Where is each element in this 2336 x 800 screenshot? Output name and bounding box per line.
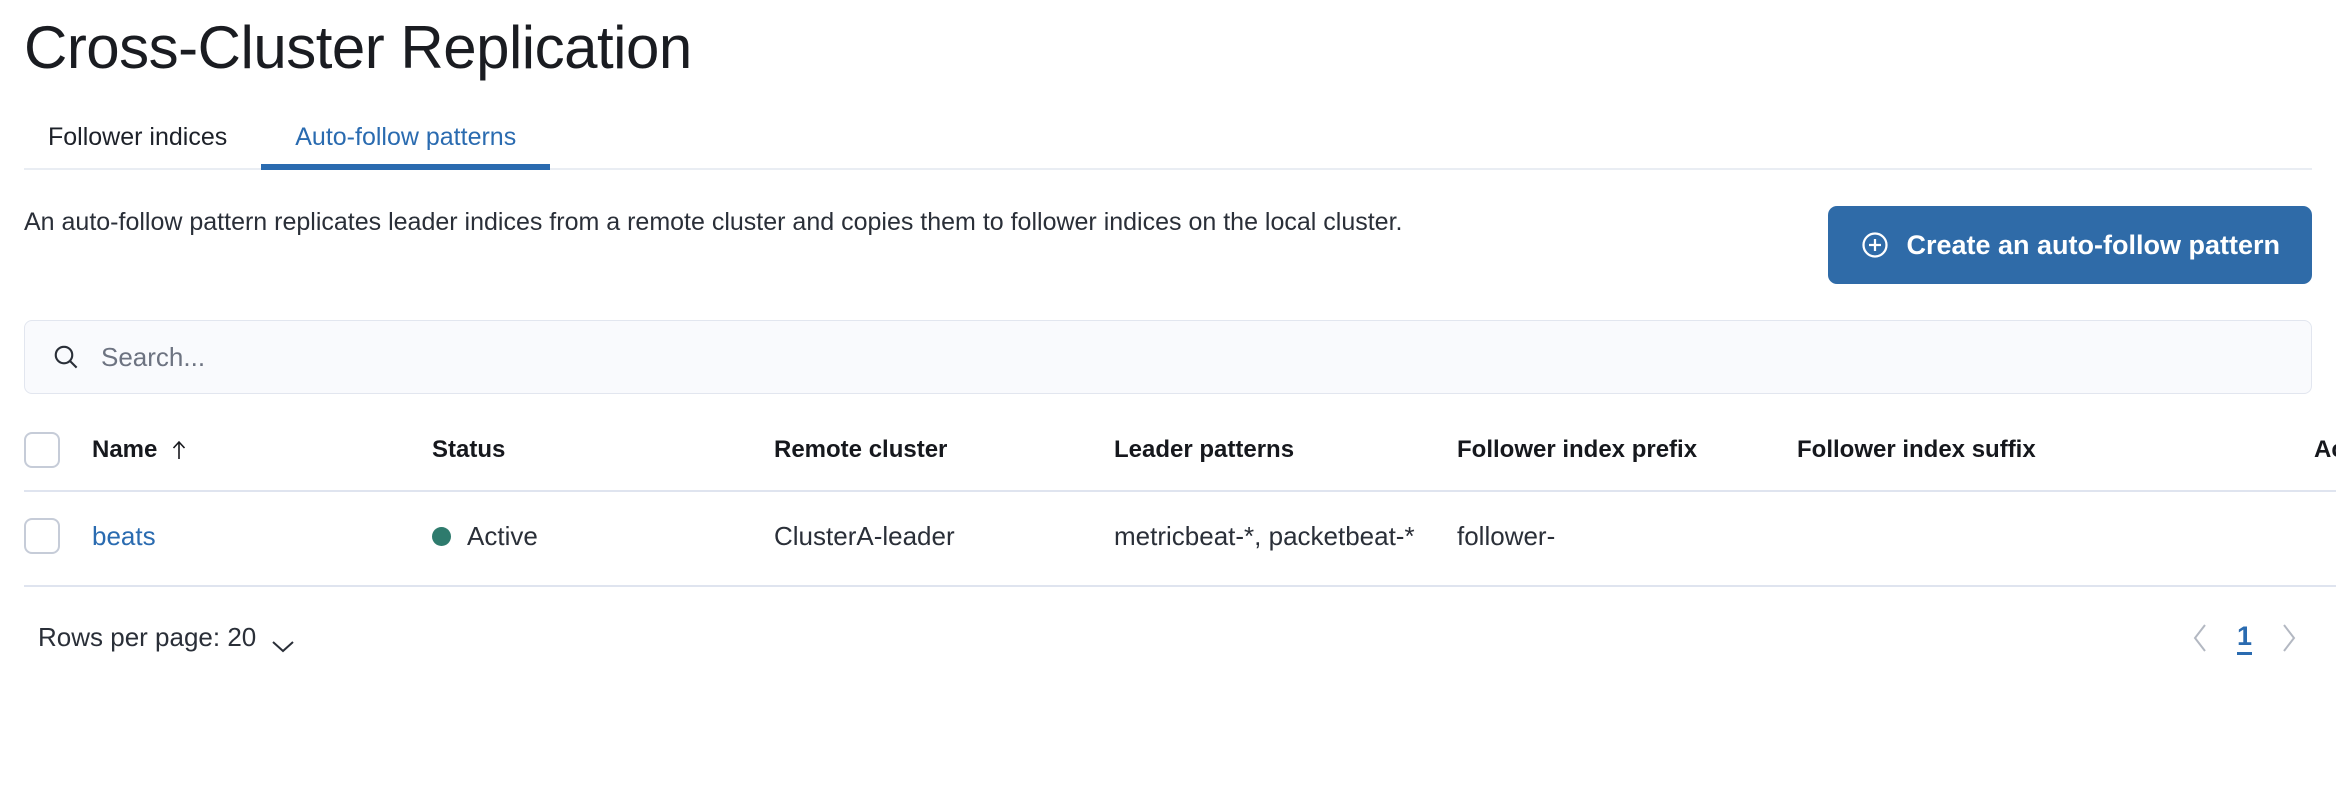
- status-badge: Active: [467, 520, 538, 551]
- row-actions-cell: [2137, 491, 2336, 587]
- chevron-left-icon[interactable]: [2191, 622, 2211, 654]
- table-footer: Rows per page: 20 1: [24, 621, 2312, 655]
- column-header-name-label: Name: [92, 436, 158, 463]
- search-input[interactable]: [101, 321, 2285, 393]
- column-header-leader-patterns[interactable]: Leader patterns: [1114, 422, 1457, 492]
- tab-auto-follow-patterns-label: Auto-follow patterns: [295, 123, 517, 151]
- column-header-follower-index-prefix-label: Follower index prefix: [1457, 436, 1698, 463]
- column-header-status[interactable]: Status: [432, 422, 774, 492]
- column-header-follower-index-suffix-label: Follower index suffix: [1797, 436, 2036, 463]
- row-status-cell: Active: [432, 491, 774, 587]
- status-dot-icon: [432, 526, 451, 546]
- chevron-down-icon: [270, 630, 296, 653]
- column-header-leader-patterns-label: Leader patterns: [1114, 436, 1295, 463]
- rows-per-page-selector[interactable]: Rows per page: 20: [38, 622, 296, 653]
- table-header-row: Name Status Remote cluster: [24, 422, 2336, 492]
- arrow-up-icon: [169, 439, 189, 461]
- column-header-status-label: Status: [432, 436, 506, 463]
- column-header-name[interactable]: Name: [92, 422, 432, 492]
- column-header-actions-label: Actions: [2313, 436, 2336, 463]
- column-header-remote-cluster[interactable]: Remote cluster: [774, 422, 1114, 492]
- tab-auto-follow-patterns[interactable]: Auto-follow patterns: [261, 123, 551, 170]
- tab-bar: Follower indices Auto-follow patterns: [24, 112, 2312, 170]
- create-auto-follow-pattern-label: Create an auto-follow pattern: [1906, 229, 2280, 260]
- tab-follower-indices-label: Follower indices: [48, 123, 228, 151]
- rows-per-page-label: Rows per page: 20: [38, 622, 257, 653]
- column-header-follower-index-suffix[interactable]: Follower index suffix: [1797, 422, 2137, 492]
- plus-circle-icon: [1860, 230, 1890, 260]
- select-all-header: [24, 422, 92, 492]
- row-select-cell: [24, 491, 92, 587]
- select-all-checkbox[interactable]: [24, 432, 60, 468]
- row-leader-patterns-cell: metricbeat-*, packetbeat-*: [1114, 491, 1457, 587]
- column-header-actions: Actions: [2137, 422, 2336, 492]
- search-bar[interactable]: [24, 320, 2312, 394]
- column-header-follower-index-prefix[interactable]: Follower index prefix: [1457, 422, 1797, 492]
- intro-description: An auto-follow pattern replicates leader…: [24, 208, 1403, 236]
- create-auto-follow-pattern-button[interactable]: Create an auto-follow pattern: [1828, 206, 2312, 284]
- row-follower-index-prefix-cell: follower-: [1457, 491, 1797, 587]
- table-row: beats Active ClusterA-leader metricbeat-…: [24, 491, 2336, 587]
- tab-follower-indices[interactable]: Follower indices: [24, 125, 261, 168]
- pagination: 1: [2191, 621, 2298, 655]
- row-follower-index-suffix-cell: [1797, 491, 2137, 587]
- pagination-page-1[interactable]: 1: [2236, 621, 2252, 655]
- row-select-checkbox[interactable]: [24, 518, 60, 555]
- intro-section: An auto-follow pattern replicates leader…: [24, 204, 2312, 284]
- column-header-remote-cluster-label: Remote cluster: [774, 436, 948, 463]
- row-remote-cluster-cell: ClusterA-leader: [774, 491, 1114, 587]
- pattern-name-link[interactable]: beats: [92, 520, 156, 551]
- page-title: Cross-Cluster Replication: [24, 14, 692, 81]
- search-icon: [51, 342, 81, 372]
- row-name-cell: beats: [92, 491, 432, 587]
- chevron-right-icon[interactable]: [2278, 622, 2298, 654]
- auto-follow-patterns-table: Name Status Remote cluster: [24, 422, 2336, 587]
